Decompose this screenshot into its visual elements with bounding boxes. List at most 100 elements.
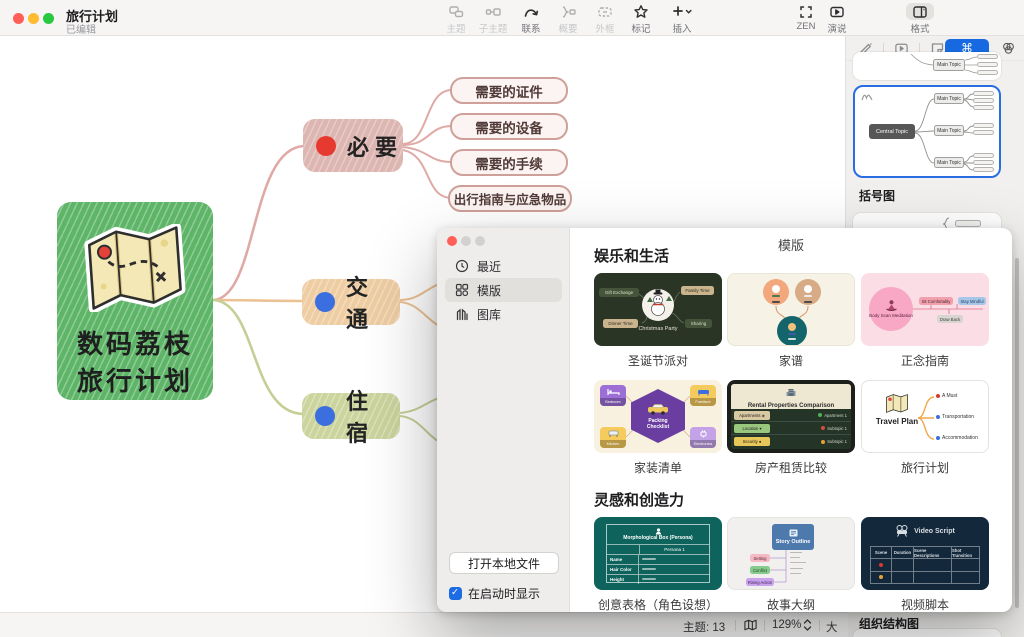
toolbar-summary-button[interactable]: 概要: [546, 3, 590, 35]
subtopic-equipment[interactable]: 需要的设备: [450, 113, 568, 140]
zoom-level[interactable]: 129%: [772, 619, 802, 631]
template-video-script[interactable]: Video Script Scene Duration Scene Descri…: [861, 517, 989, 590]
car-icon: [648, 403, 668, 415]
relationship-icon: [509, 3, 553, 20]
zoom-window-button[interactable]: [43, 13, 54, 24]
clock-icon: [455, 259, 469, 273]
zoom-stepper[interactable]: [803, 618, 812, 632]
subtopic-guide[interactable]: 出行指南与应急物品: [448, 185, 572, 212]
template-mindfulness[interactable]: Body Scan Meditation Sit Comfortably Sta…: [861, 273, 989, 346]
branch-transport[interactable]: 交通: [302, 275, 400, 332]
separator: [819, 620, 820, 631]
body-scan-circle: Body Scan Meditation: [869, 287, 913, 331]
template-name: 房产租赁比较: [754, 461, 827, 475]
map-overview-icon[interactable]: [743, 618, 758, 632]
dialog-minimize-button[interactable]: [461, 236, 471, 246]
story-lines: [764, 550, 787, 583]
corner-furniture: Furniture: [690, 385, 716, 406]
template-name: 创意表格（角色设想）: [597, 598, 718, 612]
central-topic[interactable]: 数码荔枝 旅行计划: [57, 202, 213, 400]
thumb-main-topic: Main Topic: [933, 59, 965, 71]
template-family-tree[interactable]: [727, 273, 855, 346]
open-local-file-button[interactable]: 打开本地文件: [449, 552, 559, 574]
structure-caption-bracket: 括号图: [859, 189, 896, 203]
section-heading-life: 娱乐和生活: [594, 248, 670, 265]
templates-grid-icon: [455, 283, 469, 297]
branch-lodging[interactable]: 住宿: [302, 389, 400, 446]
toolbar-marker-button[interactable]: 标记: [619, 3, 663, 35]
toolbar-zen-button[interactable]: ZEN: [784, 3, 828, 32]
template-packing-checklist[interactable]: Packing Checklist Bedroom Furniture Kitc…: [594, 380, 722, 453]
slideshow-tab-icon[interactable]: [894, 41, 909, 56]
template-name: 家谱: [778, 354, 803, 368]
minimize-window-button[interactable]: [28, 13, 39, 24]
red-dot-icon: [316, 135, 336, 156]
travel-map-icon: [84, 224, 186, 312]
statusbar: 主题: 13 129% 大纲: [0, 612, 848, 637]
mini-map-icon: [886, 394, 908, 413]
rental-table: Apartments ◈ Apartment 1 Location ▾ Subt…: [731, 409, 851, 449]
library-icon: [455, 307, 469, 321]
meditation-icon: [885, 299, 897, 311]
close-window-button[interactable]: [13, 13, 24, 24]
subtopic-documents[interactable]: 需要的证件: [450, 77, 568, 104]
template-name: 旅行计划: [900, 461, 949, 475]
blue-dot-icon: [315, 406, 335, 426]
structure-thumbnail-org[interactable]: [853, 629, 1001, 637]
dialog-zoom-button[interactable]: [475, 236, 485, 246]
central-topic-line1: 数码荔枝: [76, 329, 193, 359]
command-icon: ⌘: [961, 41, 973, 55]
toolbar-relationship-button[interactable]: 联系: [509, 3, 553, 35]
corner-kitchen: Kitchen: [600, 427, 626, 448]
sidebar-item-templates[interactable]: 模版: [445, 278, 562, 302]
template-name: 故事大纲: [766, 598, 815, 612]
corner-electronics: Electronics: [690, 427, 716, 448]
template-rental-comparison[interactable]: Rental Properties Comparison Apartments …: [727, 380, 855, 453]
topic-icon: [434, 3, 478, 20]
toolbar-present-button[interactable]: 演说: [815, 3, 859, 35]
selected-thumb-curves: [914, 93, 974, 171]
dialog-close-button[interactable]: [447, 236, 457, 246]
boundary-icon: [583, 3, 627, 20]
outline-toggle[interactable]: 大纲: [826, 622, 838, 634]
structure-thumbnail-selected[interactable]: Central Topic Main Topic Main Topic Main…: [853, 85, 1001, 178]
thumb-main-topic: Main Topic: [934, 93, 964, 104]
sketch-style-icon: [861, 94, 873, 101]
template-name: 家装清单: [633, 461, 682, 475]
branch-necessary[interactable]: 必要: [303, 119, 403, 172]
toolbar-subtopic-button[interactable]: 子主题: [471, 3, 515, 35]
format-panel-icon: [906, 3, 934, 20]
family-member-circle: [777, 316, 807, 345]
sidebar-item-recent[interactable]: 最近: [445, 254, 562, 278]
building-icon: [786, 389, 796, 396]
toolbar-insert-button[interactable]: 插入: [657, 3, 707, 35]
show-on-startup-label: 在启动时显示: [468, 587, 541, 601]
topic-count: 主题: 13: [683, 622, 726, 634]
branch-lodging-label: 住宿: [346, 389, 375, 446]
structure-thumbnail-partial[interactable]: Main Topic: [853, 52, 1001, 80]
dialog-sidebar: 最近 模版 图库 打开本地文件 在启动时显示: [437, 228, 570, 612]
sidebar-item-library[interactable]: 图库: [445, 302, 562, 326]
toolbar-format-button[interactable]: 格式: [898, 3, 942, 35]
separator: [883, 43, 884, 54]
template-travel-plan[interactable]: Travel Plan A Must Transportation Accomm…: [861, 380, 989, 453]
summary-icon: [546, 3, 590, 20]
video-script-header: Video Script: [861, 525, 989, 537]
template-christmas-party[interactable]: Gift Exchange Dinner Time Family Time Sh…: [594, 273, 722, 346]
snowman-icon: [642, 289, 674, 321]
central-topic-line2: 旅行计划: [76, 366, 193, 396]
separator: [919, 43, 920, 54]
checkbox-checked-icon[interactable]: [449, 587, 462, 600]
subtopic-procedures[interactable]: 需要的手续: [450, 149, 568, 176]
toolbar-boundary-button[interactable]: 外框: [583, 3, 627, 35]
theme-wheel-icon[interactable]: [1001, 41, 1016, 56]
panel-scrollbar-thumb[interactable]: [1015, 258, 1019, 608]
rental-header: Rental Properties Comparison: [731, 384, 851, 409]
template-persona-table[interactable]: Morphological Box (Persona) Persona 1 Na…: [594, 517, 722, 590]
template-story-outline[interactable]: Story Outline Setting Conflict Rising Ac…: [727, 517, 855, 590]
document-title: 旅行计划: [66, 9, 119, 24]
toolbar-topic-button[interactable]: 主题: [434, 3, 478, 35]
star-marker-icon: [619, 3, 663, 20]
show-on-startup-row[interactable]: 在启动时显示: [449, 585, 540, 602]
